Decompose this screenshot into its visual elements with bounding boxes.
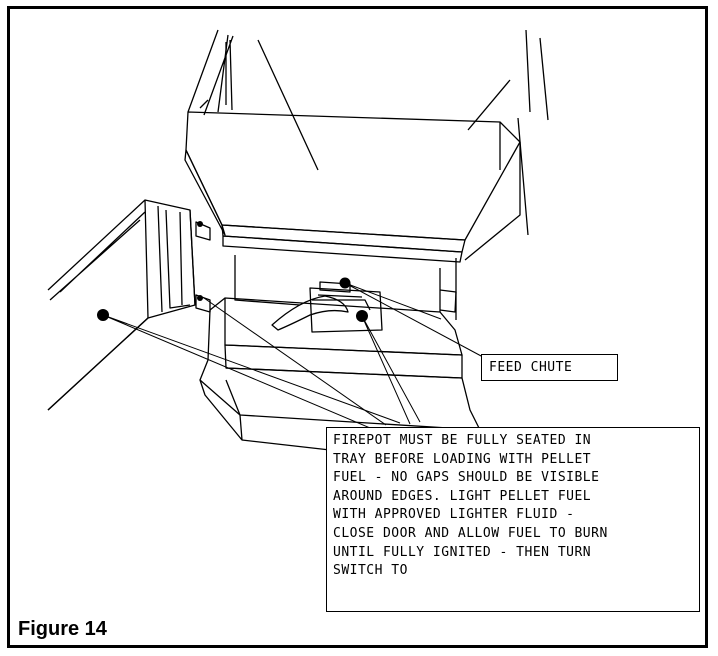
leader-lines xyxy=(102,282,484,434)
firepot-instruction-callout: FIREPOT MUST BE FULLY SEATED IN TRAY BEF… xyxy=(326,427,700,612)
feed-chute-label: FEED CHUTE xyxy=(489,360,573,375)
feed-chute-detail xyxy=(271,281,457,333)
firepot-note-line: FUEL - NO GAPS SHOULD BE VISIBLE xyxy=(333,470,600,486)
firepot-note-line: TRAY BEFORE LOADING WITH PELLET xyxy=(333,451,592,467)
firepot-note-line: CLOSE DOOR AND ALLOW FUEL TO BURN xyxy=(333,525,608,541)
firepot-note-line: SWITCH TO xyxy=(333,563,408,579)
feed-chute-callout: FEED CHUTE xyxy=(481,354,618,381)
firepot-note-line: UNTIL FULLY IGNITED - THEN TURN xyxy=(333,544,592,560)
firepot-note-line: FIREPOT MUST BE FULLY SEATED IN xyxy=(333,433,592,448)
figure-caption: Figure 14 xyxy=(18,618,107,640)
firepot-pointer-dot xyxy=(356,310,368,322)
firepot-note-line: AROUND EDGES. LIGHT PELLET FUEL xyxy=(333,488,592,504)
hinge-screw-icon xyxy=(197,221,203,227)
open-door xyxy=(47,199,211,411)
firepot-note-line: WITH APPROVED LIGHTER FLUID - xyxy=(333,507,575,523)
door-pointer-dot xyxy=(97,309,109,321)
stove-back-panels xyxy=(187,29,549,236)
hinge-screw-icon xyxy=(197,295,203,301)
stove-hood xyxy=(184,111,521,263)
feed-chute-pointer-dot xyxy=(339,277,351,289)
